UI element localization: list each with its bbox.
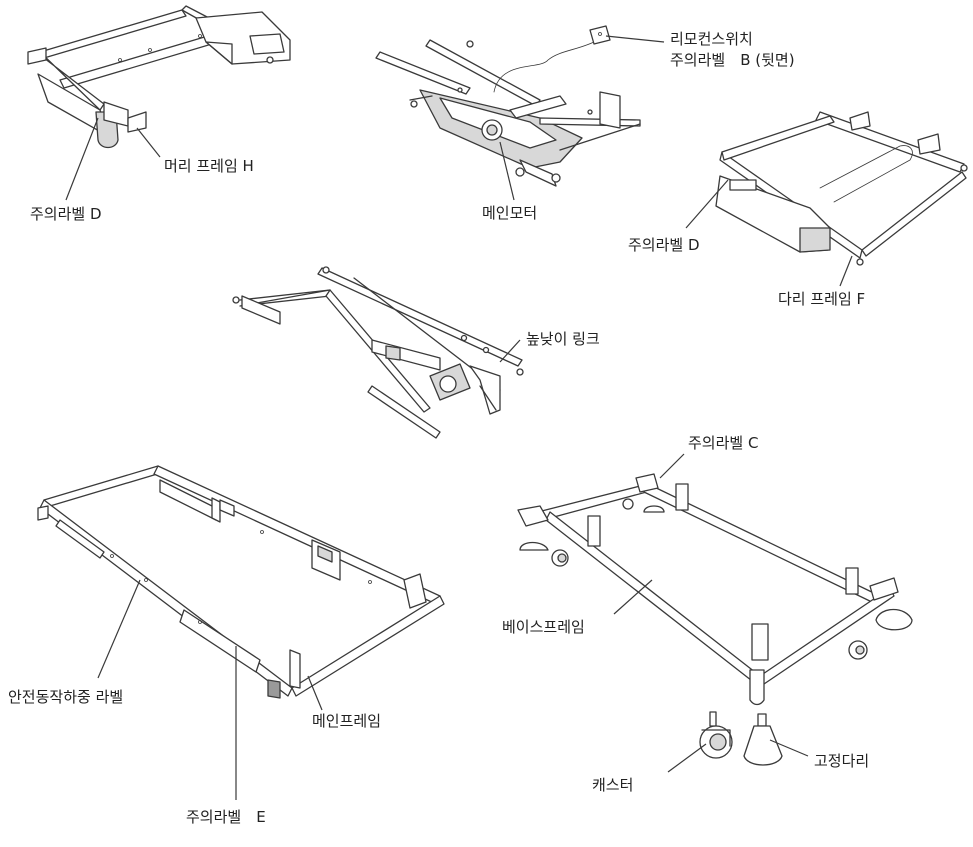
label-caution-b: 주의라벨 B (뒷면) [670,51,795,69]
label-caution-c: 주의라벨 C [688,434,759,452]
label-main-frame: 메인프레임 [312,712,382,730]
fixed-leg-illustration [743,713,783,766]
label-caster: 캐스터 [592,776,634,794]
label-caution-e: 주의라벨 E [186,808,266,826]
label-head-frame: 머리 프레임 H [164,157,254,175]
label-main-motor: 메인모터 [482,204,538,222]
height-link-illustration [232,266,524,439]
label-safety-load: 안전동작하중 라벨 [8,688,124,706]
leg-frame-illustration [715,111,968,266]
label-caution-d-left: 주의라벨 D [30,205,102,223]
main-motor-illustration [375,25,641,187]
label-fixed-leg: 고정다리 [814,752,870,770]
label-remote-switch: 리모컨스위치 [670,30,753,48]
label-caution-d-right: 주의라벨 D [628,236,700,254]
label-leg-frame: 다리 프레임 F [778,290,866,308]
label-base-frame: 베이스프레임 [502,618,585,636]
caster-illustration [699,711,733,759]
head-frame-illustration [27,5,291,149]
main-frame-illustration [37,465,445,699]
leader-lines [65,35,853,800]
base-frame-illustration [517,473,913,706]
label-height-link: 높낮이 링크 [526,330,600,348]
